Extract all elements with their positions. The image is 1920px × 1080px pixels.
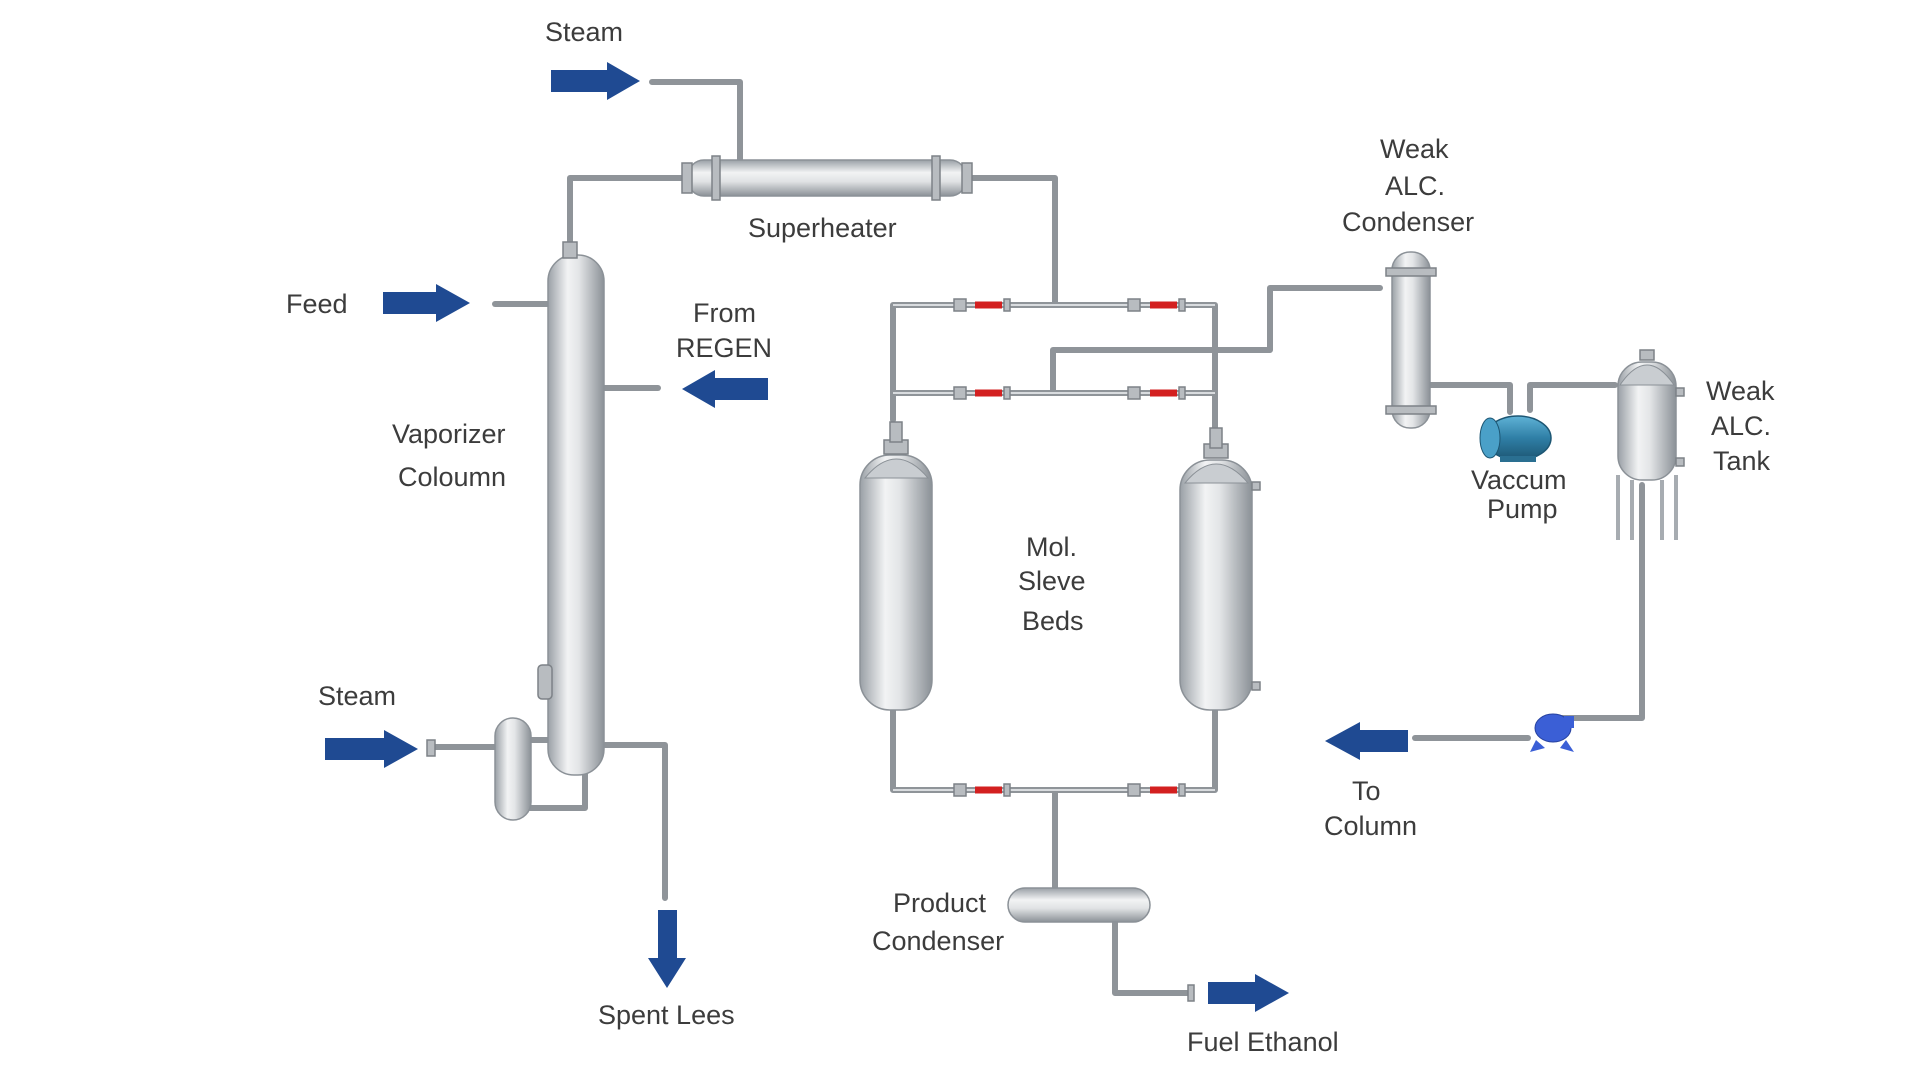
arrow-icon [325, 730, 418, 768]
label-from-regen: From [693, 298, 756, 328]
arrow-icon [1325, 722, 1408, 760]
arrow-icon [383, 284, 470, 322]
valve-icon[interactable] [1127, 783, 1186, 797]
valve-icon[interactable] [953, 298, 1011, 312]
label-weak-alc-condenser: ALC. [1385, 171, 1445, 201]
product-condenser[interactable] [1007, 887, 1195, 1002]
superheater[interactable] [681, 155, 973, 201]
label-spent-lees: Spent Lees [598, 1000, 735, 1030]
arrow-icon [551, 62, 640, 100]
label-to-column: Column [1324, 811, 1417, 841]
arrow-icon [648, 910, 686, 988]
label-vaporizer-column: Vaporizer [392, 419, 506, 449]
label-product-condenser: Product [893, 888, 987, 918]
label-steam-bottom: Steam [318, 681, 396, 711]
label-vaporizer-column: Coloumn [398, 462, 506, 492]
label-from-regen: REGEN [676, 333, 772, 363]
label-feed: Feed [286, 289, 348, 319]
label-steam-top: Steam [545, 17, 623, 47]
label-mol-sieve-beds: Sleve [1018, 566, 1086, 596]
flow-arrows [325, 62, 1408, 1012]
label-weak-alc-condenser: Weak [1380, 134, 1449, 164]
mol-sieve-bed-right[interactable] [1179, 427, 1261, 711]
arrow-icon [682, 370, 768, 408]
vaporizer-column[interactable] [537, 241, 605, 776]
labels: Steam Superheater Feed From REGEN Vapori… [286, 17, 1775, 1057]
label-weak-alc-tank: ALC. [1711, 411, 1771, 441]
label-product-condenser: Condenser [872, 926, 1004, 956]
label-mol-sieve-beds: Mol. [1026, 532, 1077, 562]
reboiler[interactable] [426, 717, 532, 821]
label-weak-alc-condenser: Condenser [1342, 207, 1474, 237]
arrow-icon [1208, 974, 1289, 1012]
label-fuel-ethanol: Fuel Ethanol [1187, 1027, 1339, 1057]
weak-alc-condenser[interactable] [1385, 251, 1437, 429]
label-superheater: Superheater [748, 213, 897, 243]
label-weak-alc-tank: Tank [1713, 446, 1771, 476]
valve-icon[interactable] [953, 783, 1011, 797]
valve-icon[interactable] [953, 386, 1011, 400]
label-mol-sieve-beds: Beds [1022, 606, 1084, 636]
valves [953, 298, 1186, 797]
pump-icon[interactable] [1479, 415, 1552, 462]
mol-sieve-bed-left[interactable] [859, 421, 933, 711]
label-to-column: To [1352, 776, 1381, 806]
pump-icon[interactable] [1530, 713, 1574, 752]
label-vaccum-pump: Vaccum [1471, 465, 1567, 495]
label-weak-alc-tank: Weak [1706, 376, 1775, 406]
valve-icon[interactable] [1127, 298, 1186, 312]
valve-icon[interactable] [1127, 386, 1186, 400]
label-vaccum-pump: Pump [1487, 494, 1558, 524]
weak-alc-tank[interactable] [1616, 349, 1685, 540]
